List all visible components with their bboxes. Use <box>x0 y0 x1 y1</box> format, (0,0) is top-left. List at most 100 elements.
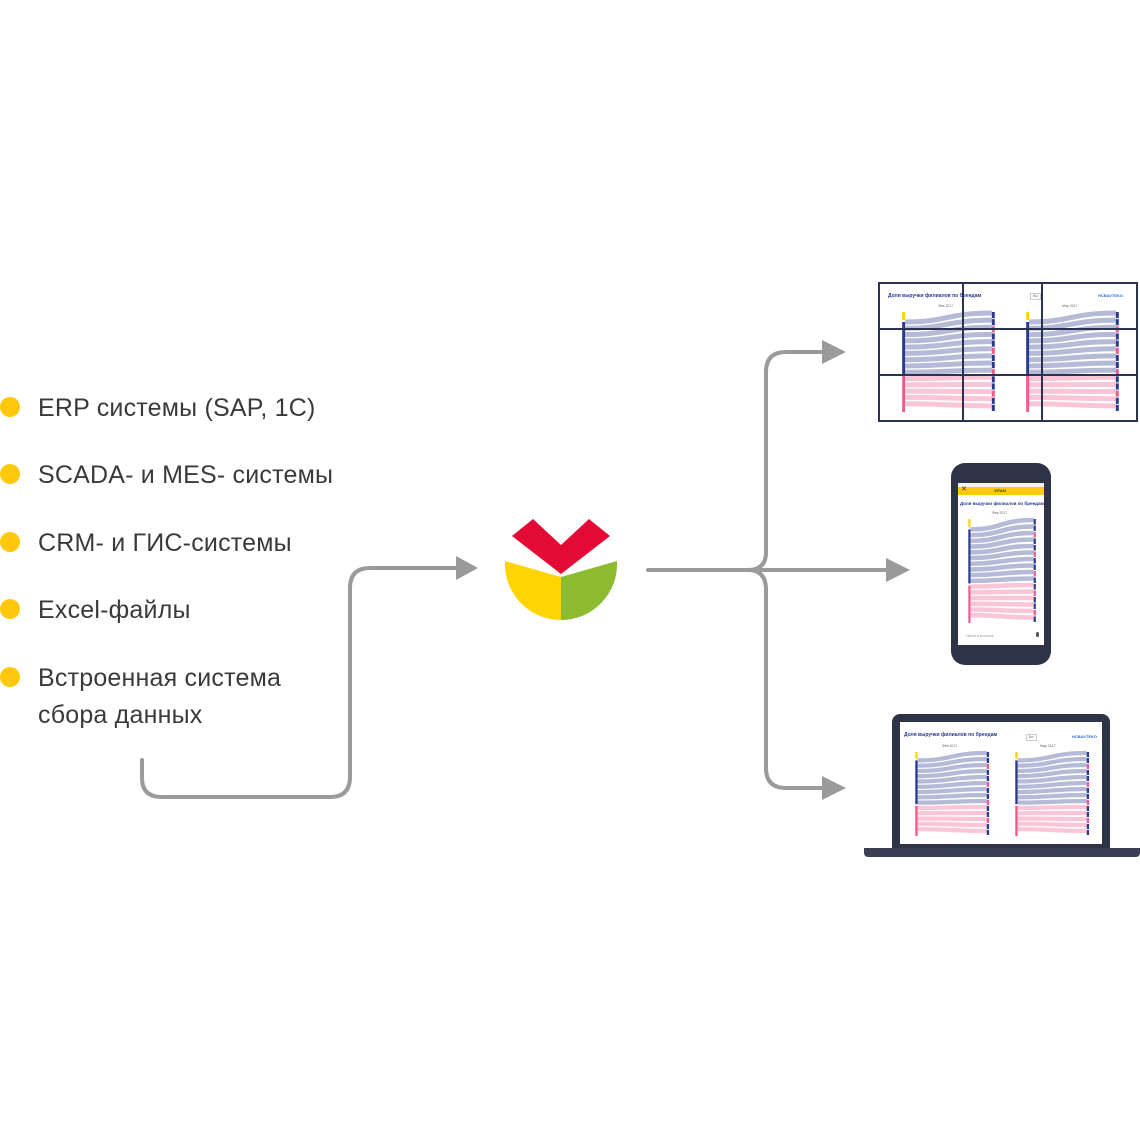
flow-link <box>917 826 987 834</box>
flow-node <box>1115 347 1119 354</box>
flow-node <box>986 770 990 775</box>
flow-node <box>1033 525 1036 531</box>
source-item-excel: Excel-файлы <box>0 592 191 629</box>
flow-link <box>905 367 992 375</box>
flow-node <box>991 383 995 390</box>
flow-node <box>991 333 995 340</box>
flow-node <box>1086 830 1090 835</box>
flow-link <box>970 582 1034 589</box>
flow-node <box>986 788 990 793</box>
flow-link <box>1017 826 1087 834</box>
bullet-icon <box>0 667 20 687</box>
flow-node <box>991 376 995 383</box>
flow-node <box>986 794 990 799</box>
phone-app-name: VITAN <box>994 488 1006 493</box>
flow-link <box>970 517 1034 532</box>
flow-node <box>1015 760 1018 805</box>
flow-link <box>917 774 987 784</box>
flow-node <box>1115 312 1119 319</box>
phone-status-bar <box>958 483 1044 487</box>
flow-link <box>970 556 1034 566</box>
bullet-icon <box>0 599 20 619</box>
flow-node <box>991 340 995 347</box>
flow-node <box>991 312 995 319</box>
dashboard-title: Доля выручки филиалов по брендам <box>888 293 982 299</box>
arrowhead-icon <box>886 558 910 582</box>
flow-link <box>905 353 992 363</box>
period-label: Фев 2017 <box>992 511 1008 515</box>
flow-node <box>991 319 995 326</box>
flow-node <box>986 782 990 787</box>
flow-node <box>1033 590 1036 596</box>
flow-node <box>1115 333 1119 340</box>
flow-link <box>917 816 987 822</box>
input-connector <box>140 566 460 799</box>
flow-node <box>1033 577 1036 583</box>
flow-node <box>1115 369 1119 376</box>
flow-link <box>905 360 992 369</box>
flow-link <box>905 401 992 409</box>
flow-node <box>1115 404 1119 411</box>
flow-node <box>986 800 990 805</box>
flow-link <box>1017 798 1087 805</box>
close-icon: ✕ <box>961 486 967 493</box>
flow-node <box>1115 362 1119 369</box>
flow-link <box>1017 768 1087 779</box>
flow-link <box>1029 346 1116 356</box>
flow-link <box>970 530 1034 544</box>
smartphone-device: ✕ VITAN Доля выручки филиалов по брендам… <box>951 463 1051 665</box>
flow-link <box>917 762 987 774</box>
flow-node <box>1086 764 1090 769</box>
flow-node <box>1115 319 1119 326</box>
flow-link <box>970 612 1034 620</box>
flow-link <box>1029 339 1116 350</box>
arrowhead-icon <box>822 340 846 364</box>
flow-link <box>905 346 992 356</box>
bullet-icon <box>0 532 20 552</box>
flow-node <box>986 806 990 811</box>
flow-link <box>1029 360 1116 369</box>
flow-node <box>902 322 906 374</box>
flow-node <box>1086 758 1090 763</box>
flow-link <box>917 768 987 779</box>
flow-node <box>1086 824 1090 829</box>
filter-input: Вы <box>1030 293 1041 300</box>
flow-node <box>1086 812 1090 817</box>
videowall-content <box>880 284 1136 420</box>
videowall-divider <box>962 284 964 420</box>
branch-to-videowall <box>746 350 824 572</box>
laptop-screen: Доля выручки филиалов по брендам Вы HCBA… <box>900 722 1102 844</box>
flow-link <box>1017 821 1087 828</box>
flow-link <box>1017 756 1087 768</box>
flow-link <box>970 543 1034 555</box>
bullet-icon <box>0 464 20 484</box>
flow-node <box>986 764 990 769</box>
flow-node <box>991 362 995 369</box>
phone-chart <box>968 517 1036 623</box>
flow-node <box>991 369 995 376</box>
flow-node <box>1115 397 1119 404</box>
search-hint: Найти в каталоге <box>966 634 994 638</box>
arrowhead-icon <box>456 556 478 580</box>
flow-node <box>1033 564 1036 570</box>
videowall-divider <box>880 374 1136 376</box>
flow-node <box>1033 571 1036 577</box>
flow-node <box>991 390 995 397</box>
flow-link <box>917 756 987 768</box>
flow-link <box>970 537 1034 549</box>
flow-link <box>1017 780 1087 789</box>
flow-node <box>986 758 990 763</box>
flow-node <box>991 397 995 404</box>
brand-logo: HCBAVTEKO <box>1072 734 1098 739</box>
dashboard-title: Доля выручки филиалов по брендам <box>960 501 1044 506</box>
flow-node <box>1033 519 1036 525</box>
source-item-erp: ERP системы (SAP, 1С) <box>0 390 316 427</box>
flow-node <box>902 376 906 412</box>
flow-link <box>905 331 992 344</box>
arrowhead-icon <box>822 776 846 800</box>
flow-link <box>970 550 1034 561</box>
flow-node <box>1033 584 1036 590</box>
flow-link <box>970 601 1034 607</box>
flow-node <box>1033 616 1036 622</box>
